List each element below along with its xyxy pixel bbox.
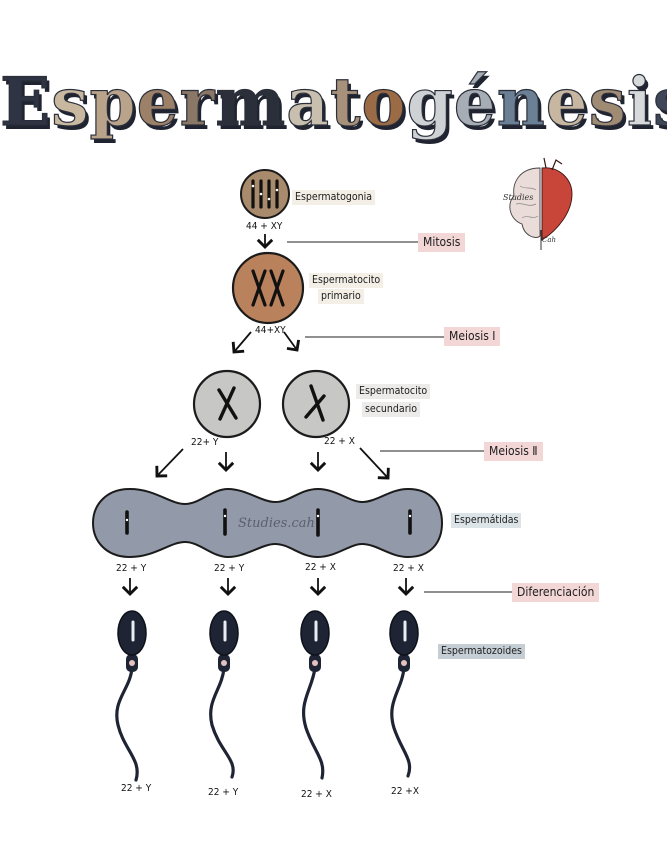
spermatozoon	[209, 610, 239, 779]
logo: Studies Cah	[503, 157, 573, 250]
sperm-centriole	[129, 660, 135, 666]
title-letter: e	[545, 62, 589, 141]
secondary-spermatocyte-left	[192, 369, 262, 439]
genotype-secondary-left: 22+ Y	[191, 437, 219, 448]
sperm-tail	[301, 666, 325, 780]
spermatogonia-fill	[240, 169, 290, 219]
title-letter: o	[361, 62, 407, 141]
sperm-tail	[209, 666, 235, 779]
title-letter: E	[0, 62, 52, 141]
title-letter: s	[51, 62, 90, 141]
logo-text-top: Studies	[503, 193, 533, 202]
spermatozoon	[389, 610, 419, 778]
title-letter: e	[136, 62, 180, 141]
sperm-centriole	[221, 660, 227, 666]
spermatogonia-cell	[240, 169, 290, 219]
secondary-spermatocyte-right	[281, 369, 351, 439]
label-meiosis2: Meiosis Ⅱ	[484, 442, 543, 461]
title-letter: é	[453, 62, 497, 141]
label-secondary-line2: secundario	[362, 402, 420, 417]
sperm-centriole	[401, 660, 407, 666]
genotype-spermatid-2: 22 + Y	[214, 563, 245, 574]
label-spermatozoa: Espermatozoides	[438, 644, 525, 659]
spermatozoa-group	[115, 610, 419, 782]
label-spermatogonia: Espermatogonia	[292, 190, 376, 205]
sperm-centriole	[312, 660, 318, 666]
label-meiosis1: Meiosis Ⅰ	[444, 327, 501, 346]
genotype-secondary-right: 22 + X	[324, 436, 355, 447]
label-differentiation: Diferenciación	[512, 583, 600, 602]
genotype-spermatid-3: 22 + X	[305, 562, 336, 573]
spermatozoon	[115, 610, 147, 782]
genotype-spermatogonia: 44 + XY	[246, 221, 283, 232]
spermatozoon	[300, 610, 330, 780]
title-letter: t	[329, 62, 362, 141]
title-letter: a	[286, 62, 331, 141]
sperm-tail	[390, 666, 412, 778]
genotype-primary: 44+XY	[255, 325, 286, 336]
spermatids-group	[91, 487, 444, 559]
watermark: Studies.cah	[238, 516, 315, 531]
title-letter: s	[652, 62, 667, 141]
title-letter: s	[588, 62, 627, 141]
title-letter: i	[626, 62, 653, 141]
genotype-spermatid-4: 22 + X	[393, 563, 424, 574]
arrow-primary-left	[231, 331, 252, 354]
label-primary-line2: primario	[318, 289, 364, 304]
sperm-tail	[115, 666, 139, 782]
title-letter: g	[406, 62, 454, 141]
genotype-spermatozoon-3: 22 + X	[301, 789, 332, 800]
genotype-spermatid-1: 22 + Y	[116, 563, 147, 574]
label-mitosis: Mitosis	[418, 233, 466, 252]
page-title: Espermatogénesis	[0, 62, 667, 142]
title-letter: n	[496, 62, 546, 141]
label-spermatids: Espermátidas	[451, 513, 522, 528]
title-letter: r	[179, 62, 216, 141]
primary-spermatocyte-cell	[231, 251, 305, 325]
title-letter: m	[215, 62, 287, 141]
arrow-primary-right	[283, 331, 301, 352]
label-primary-line1: Espermatocito	[309, 273, 384, 288]
logo-text-bottom: Cah	[542, 236, 556, 244]
arrow-secondary-right-b	[359, 447, 390, 480]
genotype-spermatozoon-1: 22 + Y	[121, 783, 152, 794]
title-letter: p	[89, 62, 137, 141]
label-secondary-line1: Espermatocito	[356, 384, 431, 399]
genotype-spermatozoon-2: 22 + Y	[208, 787, 239, 798]
arrow-secondary-left-a	[155, 448, 184, 478]
genotype-spermatozoon-4: 22 +X	[391, 786, 420, 797]
